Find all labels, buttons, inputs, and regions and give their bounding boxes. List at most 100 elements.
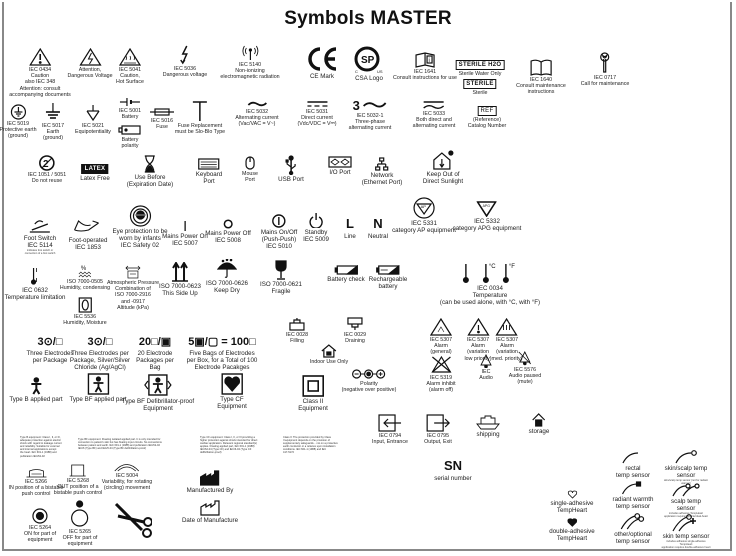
line-icon: L <box>344 216 356 232</box>
symbol-label: Indoor Use Only <box>309 359 349 365</box>
symbol-label: IEC 5032 Alternating current (Vac/VAC = … <box>235 109 279 128</box>
symbol-direct-current: IEC 5031 Direct current (Vdc/VDC = V⎓) <box>297 100 337 128</box>
symbol-label: Standby IEC 5009 <box>303 229 329 243</box>
symbol-radiant-warmth: radiant warmth temp sensor <box>613 481 653 510</box>
ce-mark-icon <box>305 46 339 72</box>
symbol-label: other/optional temp sensor <box>614 531 652 545</box>
foot-switch-icon <box>24 218 56 234</box>
factory-outline-icon <box>182 500 238 516</box>
latex-icon: LATEX <box>80 158 110 174</box>
symbol-call-maintenance: IEC 0717 Call for maintenance <box>581 52 629 87</box>
symbol-non-ionizing: IEC 5140 Non-ionizing electromagnetic ra… <box>220 45 280 81</box>
symbol-label: IEC 5307 Alarm (variation med. priority) <box>491 337 523 362</box>
neutral-icon: N <box>368 216 388 232</box>
symbol-usb-port: USB Port <box>278 155 304 183</box>
dc-icon <box>297 100 336 108</box>
symbol-label: IEC 5004 Variability, for rotating (circ… <box>101 473 153 492</box>
symbol-date-of-manufacture: Date of Manufacture <box>182 500 238 524</box>
heart-outline-icon <box>551 490 594 499</box>
svg-text:°C: °C <box>489 264 496 270</box>
symbol-label: IEC 5033 Both direct and alternating cur… <box>412 111 456 130</box>
svg-text:C: C <box>355 69 358 74</box>
symbol-ce-mark: CE Mark <box>305 46 339 80</box>
humidity-moisture-icon <box>63 297 106 313</box>
symbol-label: Class II Equipment <box>298 398 328 412</box>
symbol-alarm-inhibit: IEC 5319 Alarm inhibit (alarm off) <box>426 354 456 394</box>
symbol-audio: IEC Audio <box>479 354 493 381</box>
symbol-label: Type BF Defibrillator-proof Equipment <box>121 398 195 412</box>
symbol-label: Type CF Equipment <box>217 396 247 410</box>
svg-text:3: 3 <box>353 98 360 112</box>
temperature-limit-icon <box>5 266 66 286</box>
symbol-label: IEC 0029 Draining <box>343 332 367 345</box>
indoor-house-icon <box>310 344 348 358</box>
symbol-on-part: IEC 5264 ON for part of equipment <box>24 508 56 544</box>
symbol-fragile: ISO 7000-0621 Fragile <box>260 260 302 295</box>
symbol-battery-check: Battery check <box>327 265 365 283</box>
symbol-use-before: Use Before (Expiration Date) <box>127 155 173 188</box>
arc-icon <box>102 462 152 472</box>
open-book-icon <box>516 58 566 76</box>
symbol-twenty-electrodes: 20□/▣20 Electrode Packages per Bag <box>136 333 174 372</box>
symbol-label: Mains Power Off IEC 5008 <box>205 230 251 244</box>
earth-ground-icon <box>42 102 64 122</box>
symbol-type-b: Type B applied part <box>9 377 63 403</box>
symbol-label: Latex Free <box>80 175 110 182</box>
symbol-network-port: Network (Ethernet Port) <box>362 157 403 186</box>
category-ap-icon: AP <box>392 197 456 219</box>
symbol-rectal-temp: rectal temp sensor <box>616 450 650 479</box>
class-ii-note: Class II: The protection provided by Cla… <box>283 436 338 455</box>
symbol-storage: storage <box>529 413 549 435</box>
twenty-electrodes-glyph-text: 20□/▣ <box>138 336 172 348</box>
push-control-out-icon <box>54 463 103 477</box>
symbol-label: Eye protection to be worn by infants IEC… <box>112 228 168 249</box>
svg-text:SP: SP <box>361 55 375 66</box>
symbol-label: Foot Switch IEC 5114 <box>23 235 57 249</box>
symbol-audio-paused: IEC 5576 Audio paused (mute) <box>509 350 541 386</box>
symbol-label: scalp temp sensor <box>671 498 701 512</box>
symbol-label: rectal temp sensor <box>615 465 651 479</box>
symbol-danger-voltage: Attention, Dangerous Voltage <box>67 48 113 79</box>
symbol-label: Keep Out of Direct Sunlight <box>422 171 464 185</box>
symbol-label: Polarity (negative over positive) <box>341 381 397 394</box>
type-bf-defib-icon <box>122 373 194 397</box>
symbol-standby: Standby IEC 5009 <box>303 212 329 243</box>
off-part-icon <box>63 500 98 528</box>
ac-icon <box>235 100 278 108</box>
radiation-antenna-icon <box>220 45 279 61</box>
power-on-icon <box>162 220 208 232</box>
input-icon <box>372 414 408 432</box>
symbol-keep-out-sunlight: Keep Out of Direct Sunlight <box>423 150 463 185</box>
battery-symbol-icon <box>119 97 141 107</box>
foot-icon <box>69 218 108 236</box>
symbol-indoor-use: Indoor Use Only <box>310 344 348 365</box>
shipping-icon <box>475 414 501 430</box>
symbol-push-control-2: IEC 5268 OUT position of a bistable push… <box>54 463 103 497</box>
symbol-draining: IEC 0029 Draining <box>344 317 366 344</box>
symbol-alarm-low: IEC 5307 Alarm (variation low priority) <box>464 318 492 362</box>
symbol-label: Foot-operated IEC 1853 <box>68 237 108 251</box>
symbol-output-exit: IEC 0795 Output, Exit <box>424 414 452 445</box>
standby-icon <box>303 212 329 228</box>
this-side-up-icon <box>159 262 201 282</box>
type-cf-icon <box>217 373 247 395</box>
symbol-label: IEC 5016 Fuse <box>150 118 174 131</box>
factory-filled-icon <box>187 470 234 486</box>
mouse-icon <box>242 156 258 170</box>
symbol-input-entrance: IEC 0794 Input, Entrance <box>372 414 408 445</box>
push-push-icon <box>261 214 297 228</box>
sunlight-house-icon <box>423 150 463 170</box>
symbol-humidity-moisture: IEC 5536 Humidity, Moisture <box>63 297 107 326</box>
three-electrodes-silver-glyph-text: 3⊙/□ <box>87 336 113 348</box>
symbol-label: skin temp sensor <box>662 533 710 540</box>
type-cf-note: Type CF equipment: Class I, II, or III p… <box>200 436 258 455</box>
symbol-label: IEC 5307 Alarm (general) <box>429 337 453 356</box>
network-icon <box>362 157 403 171</box>
latex-free-box-text: LATEX <box>81 164 109 174</box>
svg-text:i: i <box>428 58 429 64</box>
symbol-label: IEC 5001 Battery <box>118 108 142 121</box>
symbol-three-electrodes: 3⊙/□Three Electrodes per Package <box>26 333 73 365</box>
